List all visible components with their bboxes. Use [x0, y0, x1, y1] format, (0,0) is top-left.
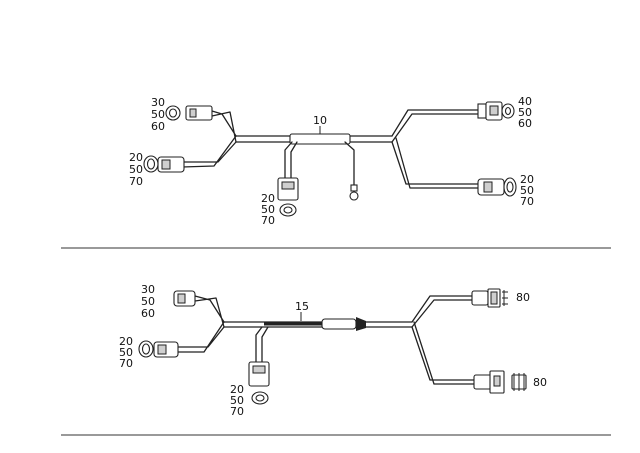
callout-number: 50 [230, 394, 244, 407]
harness-10-callouts-top-left: 30 50 60 [151, 96, 165, 133]
harness-diagram-15: 15 [119, 283, 547, 418]
harness-10-part-number: 10 [313, 114, 327, 127]
harness-10-callouts-mid-left: 20 50 70 [129, 151, 143, 188]
harness-10-callouts-bottom-center: 20 50 70 [261, 192, 275, 227]
harness-15-connector-bottom-center [248, 361, 270, 405]
harness-10-connector-mid-left [143, 155, 185, 173]
callout-number: 50 [518, 106, 532, 119]
callout-number: 60 [518, 117, 532, 130]
callout-number: 20 [129, 151, 143, 164]
callout-number: 20 [119, 335, 133, 348]
callout-number: 50 [141, 295, 155, 308]
callout-number: 40 [518, 95, 532, 108]
callout-number: 20 [261, 192, 275, 205]
harness-10-ring-terminal [349, 184, 359, 201]
callout-number: 20 [230, 383, 244, 396]
callout-number: 80 [533, 376, 547, 389]
harness-10-connector-top-left [165, 105, 213, 121]
harness-10-sleeve [289, 133, 351, 145]
harness-diagram-10: 10 [129, 95, 534, 227]
harness-15-branch-mid-left [177, 321, 225, 353]
harness-10-ground-lead [344, 141, 355, 193]
harness-15-callouts-top-left: 30 50 60 [141, 283, 155, 320]
harness-15-callouts-mid-left: 20 50 70 [119, 335, 133, 370]
harness-10-callouts-top-right: 40 50 60 [518, 95, 532, 130]
callout-number: 50 [261, 203, 275, 216]
harness-10-callouts-bottom-right: 20 50 70 [520, 173, 534, 208]
callout-number: 70 [261, 214, 275, 227]
harness-10-branch-bottom-center [284, 141, 298, 179]
callout-number: 20 [520, 173, 534, 186]
harness-10-connector-bottom-right [477, 177, 517, 197]
harness-15-connector-top-left [173, 290, 196, 307]
harness-15-branch-bottom-right [411, 321, 475, 385]
callout-number: 70 [119, 357, 133, 370]
harness-15-grommet [321, 318, 357, 330]
callout-number: 50 [520, 184, 534, 197]
callout-number: 60 [141, 307, 155, 320]
callout-number: 30 [151, 96, 165, 109]
callout-number: 50 [129, 163, 143, 176]
harness-15-connector-mid-left [138, 340, 179, 358]
callout-number: 30 [141, 283, 155, 296]
harness-10-branch-top-left [211, 110, 237, 143]
harness-15-main-trunk [223, 321, 413, 328]
harness-15-branch-top-right [411, 295, 473, 328]
callout-number: 80 [516, 291, 530, 304]
harness-15-grommet-flange [356, 317, 366, 331]
harness-10-connector-bottom-center [277, 177, 299, 217]
callout-number: 70 [129, 175, 143, 188]
harness-15-connector-top-right [471, 288, 508, 308]
callout-number: 70 [230, 405, 244, 418]
harness-10-connector-top-right [477, 101, 515, 121]
harness-15-part-number: 15 [295, 300, 309, 313]
callout-number: 50 [151, 108, 165, 121]
harness-10-branch-bottom-right [391, 137, 479, 189]
callout-number: 70 [520, 195, 534, 208]
harness-15-branch-top-left [194, 295, 225, 328]
harness-10-branch-mid-left [181, 135, 237, 168]
callout-number: 50 [119, 346, 133, 359]
callout-number: 60 [151, 120, 165, 133]
harness-15-callouts-bottom-center: 20 50 70 [230, 383, 244, 418]
harness-10-branch-top-right [391, 109, 479, 143]
harness-15-branch-bottom-center [255, 326, 269, 363]
harness-15-connector-bottom-right [473, 370, 527, 394]
